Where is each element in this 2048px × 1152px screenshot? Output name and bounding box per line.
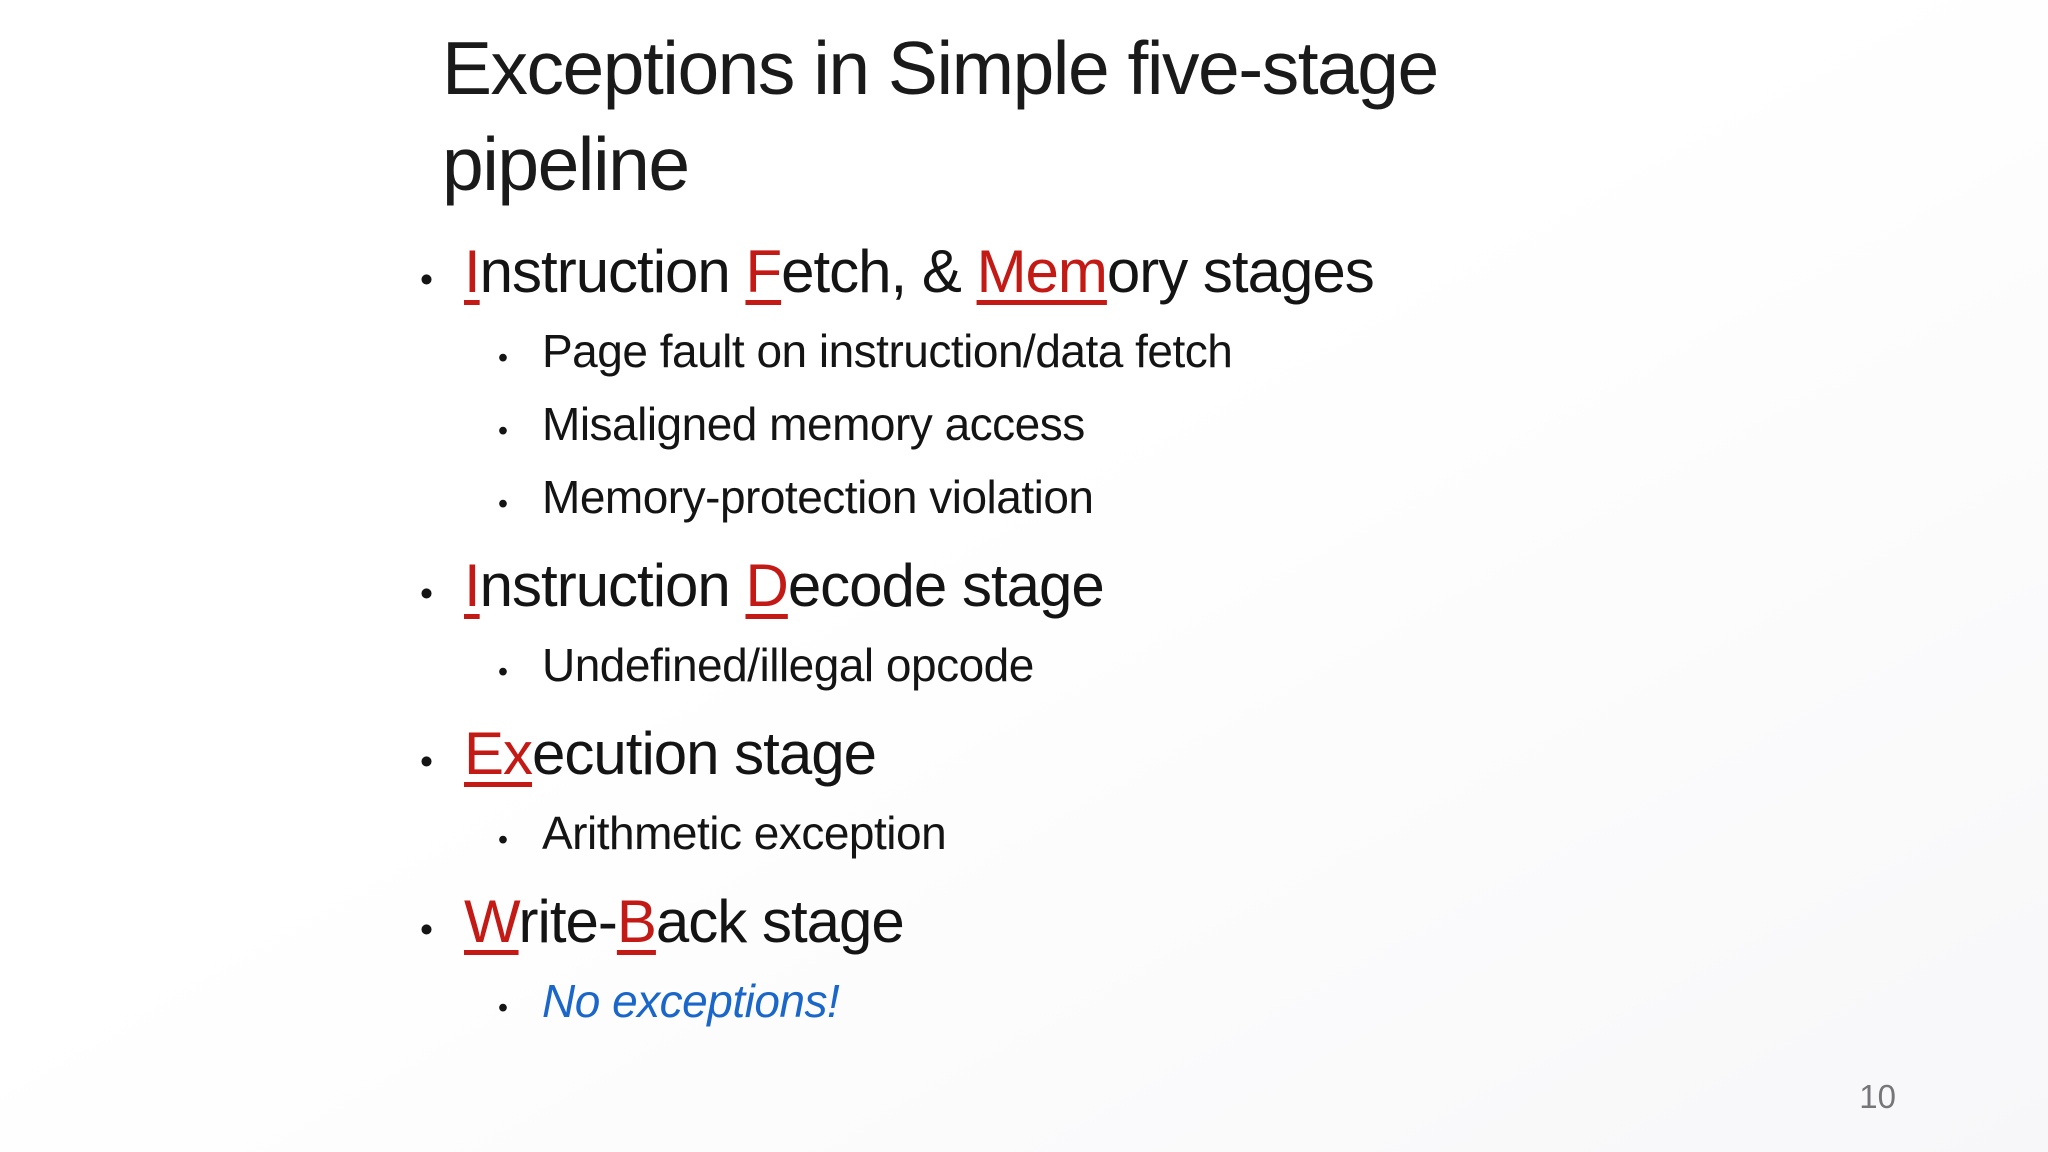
bullet-item-level2: • Misaligned memory access bbox=[498, 391, 1740, 464]
bullet-icon: • bbox=[420, 258, 433, 300]
bullet-icon: • bbox=[498, 656, 508, 688]
bullet-icon: • bbox=[498, 342, 508, 374]
bullet-item-level2: • Undefined/illegal opcode bbox=[498, 632, 1740, 705]
bullet-item-level1: • Execution stage bbox=[420, 715, 1740, 800]
bullet-text: Arithmetic exception bbox=[542, 807, 947, 859]
bullet-text: Instruction Fetch, & Memory stages bbox=[464, 238, 1375, 305]
bullet-item-level2: • Memory-protection violation bbox=[498, 464, 1740, 537]
bullet-icon: • bbox=[420, 908, 433, 950]
page-number: 10 bbox=[1859, 1078, 1896, 1115]
bullet-icon: • bbox=[498, 488, 508, 520]
bullet-text: Memory-protection violation bbox=[542, 471, 1094, 523]
title-line-2: pipeline bbox=[442, 122, 690, 206]
bullet-icon: • bbox=[498, 824, 508, 856]
bullet-text: Instruction Decode stage bbox=[464, 552, 1105, 619]
title-line-1: Exceptions in Simple five-stage bbox=[442, 26, 1439, 110]
bullet-icon: • bbox=[498, 992, 508, 1024]
bullet-icon: • bbox=[420, 572, 433, 614]
bullet-text: Misaligned memory access bbox=[542, 398, 1085, 450]
bullet-list: • Instruction Fetch, & Memory stages • Page… bbox=[420, 233, 1740, 1041]
page-title: Exceptions in Simple five-stage pipeline bbox=[442, 20, 1692, 212]
bullet-item-level1: • Instruction Fetch, & Memory stages bbox=[420, 233, 1740, 318]
bullet-text: No exceptions! bbox=[542, 975, 840, 1027]
bullet-item-level2: • No exceptions! bbox=[498, 968, 1740, 1041]
bullet-icon: • bbox=[498, 415, 508, 447]
bullet-item-level1: • Instruction Decode stage bbox=[420, 547, 1740, 632]
bullet-text: Write-Back stage bbox=[464, 888, 905, 955]
bullet-item-level1: • Write-Back stage bbox=[420, 883, 1740, 968]
bullet-icon: • bbox=[420, 740, 433, 782]
bullet-text: Execution stage bbox=[464, 720, 877, 787]
bullet-text: Page fault on instruction/data fetch bbox=[542, 325, 1233, 377]
bullet-item-level2: • Arithmetic exception bbox=[498, 800, 1740, 873]
bullet-item-level2: • Page fault on instruction/data fetch bbox=[498, 318, 1740, 391]
bullet-text: Undefined/illegal opcode bbox=[542, 639, 1034, 691]
